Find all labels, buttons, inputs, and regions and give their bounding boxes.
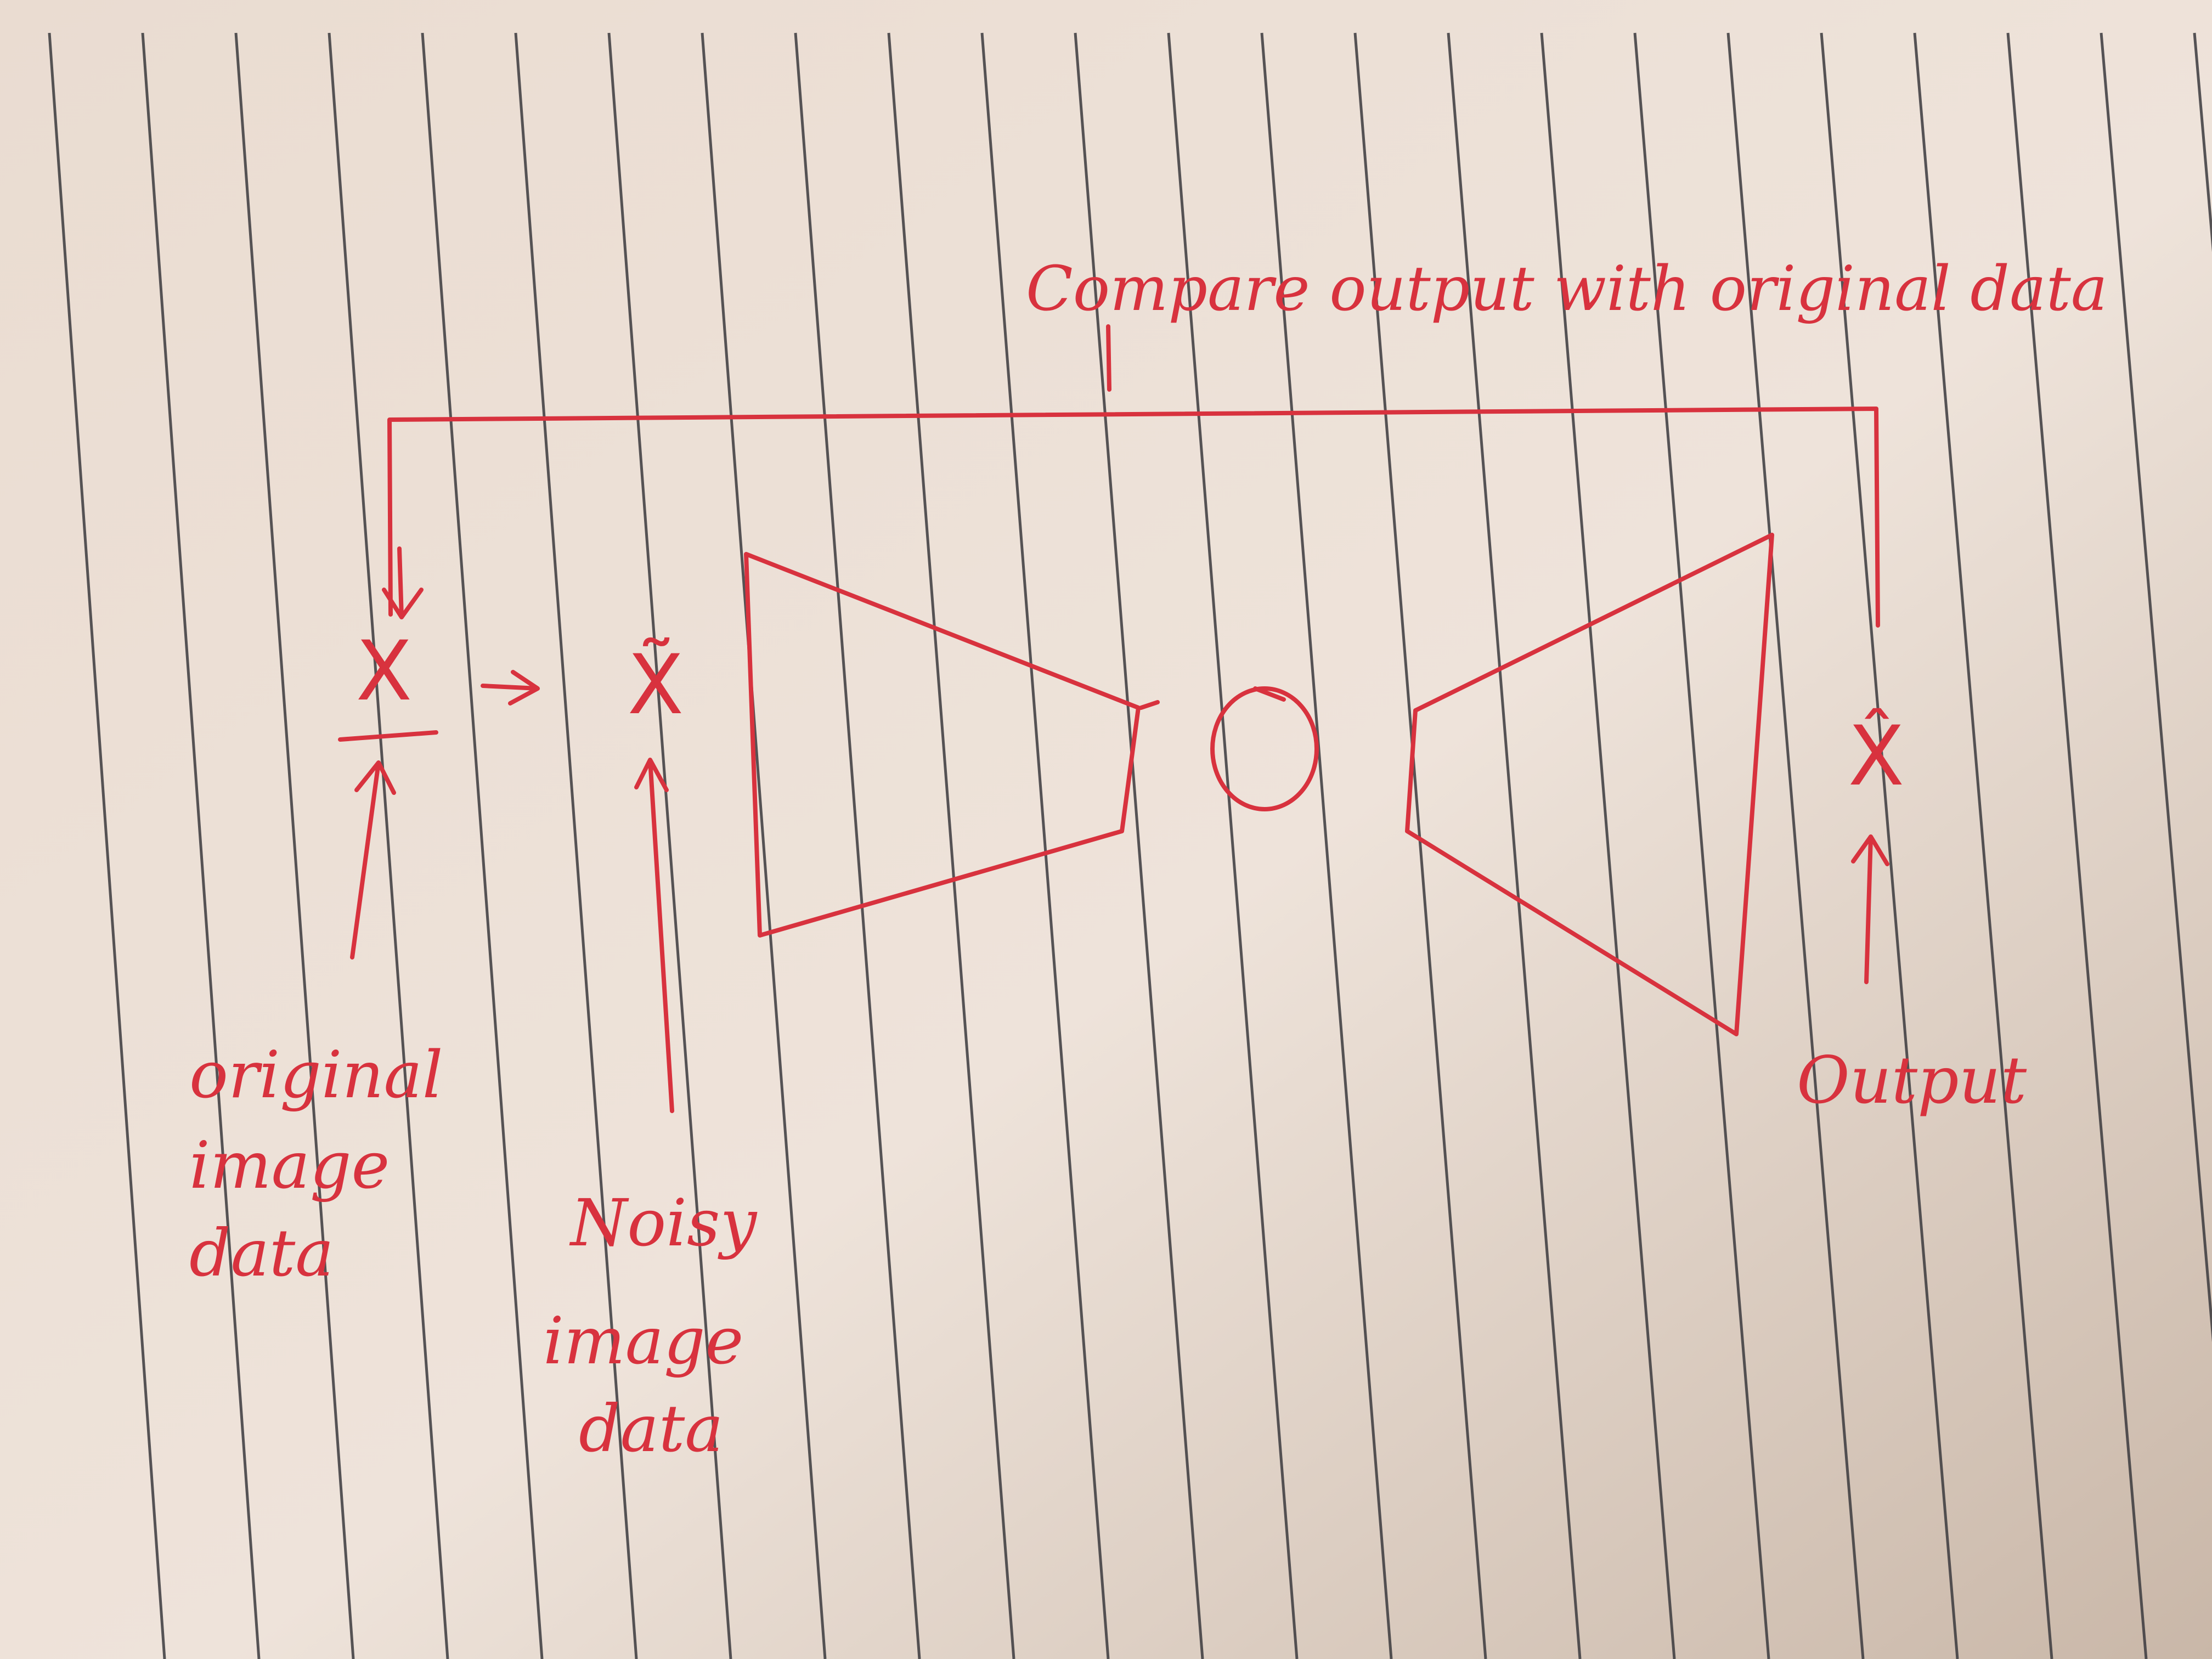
rule-line [1074,32,1204,1659]
rule-line [234,32,355,1659]
rule-line [1913,32,2053,1659]
original-label-line-1: original [189,1037,443,1113]
rule-line [328,32,449,1659]
rule-line [887,32,1015,1659]
output-up-arrow [1851,834,1889,984]
noisy-label-line-3: data [579,1391,724,1466]
compare-tick [1106,324,1111,392]
noisy-up-arrow [634,758,674,1113]
rule-line [1540,32,1676,1659]
input-up-arrow [350,760,396,960]
rule-line [1260,32,1393,1659]
encoder-trapezoid-tick [1139,700,1160,710]
rule-line [794,32,921,1659]
noisy-symbol: X̃ [628,637,684,733]
rule-line [2006,32,2148,1659]
rule-line [1820,32,1959,1659]
rule-line [48,32,166,1659]
latent-code [1210,686,1319,811]
original-label-line-3: data [189,1215,334,1291]
rule-line [1353,32,1487,1659]
corruption-arrow [481,670,540,706]
rule-line [1167,32,1299,1659]
output-label: Output [1797,1042,2027,1118]
feedback-arrow-to-input [382,546,424,619]
rule-line [1633,32,1770,1659]
rule-line [421,32,544,1659]
original-label-line-2: image [189,1127,390,1203]
rule-line [701,32,827,1659]
rule-line [1726,32,1865,1659]
rule-line [607,32,732,1659]
noisy-label-line-2: image [543,1303,743,1379]
input-underline [338,730,438,742]
latent-code-tick [1253,686,1286,702]
rule-line [2100,32,2212,1342]
input-symbol: X [356,624,413,719]
rule-line [980,32,1110,1659]
encoder-trapezoid [744,552,1141,938]
rule-line [514,32,638,1659]
decoder-trapezoid [1405,533,1774,1036]
rule-line [141,32,261,1659]
noisy-label-line-1: Noisy [569,1185,758,1261]
output-symbol: X̂ [1848,708,1905,804]
compare-label: Compare output with original data [1026,253,2108,325]
compare-bracket-line [387,407,1880,628]
rule-line [1447,32,1582,1659]
notebook-rule-lines [48,32,2212,1659]
